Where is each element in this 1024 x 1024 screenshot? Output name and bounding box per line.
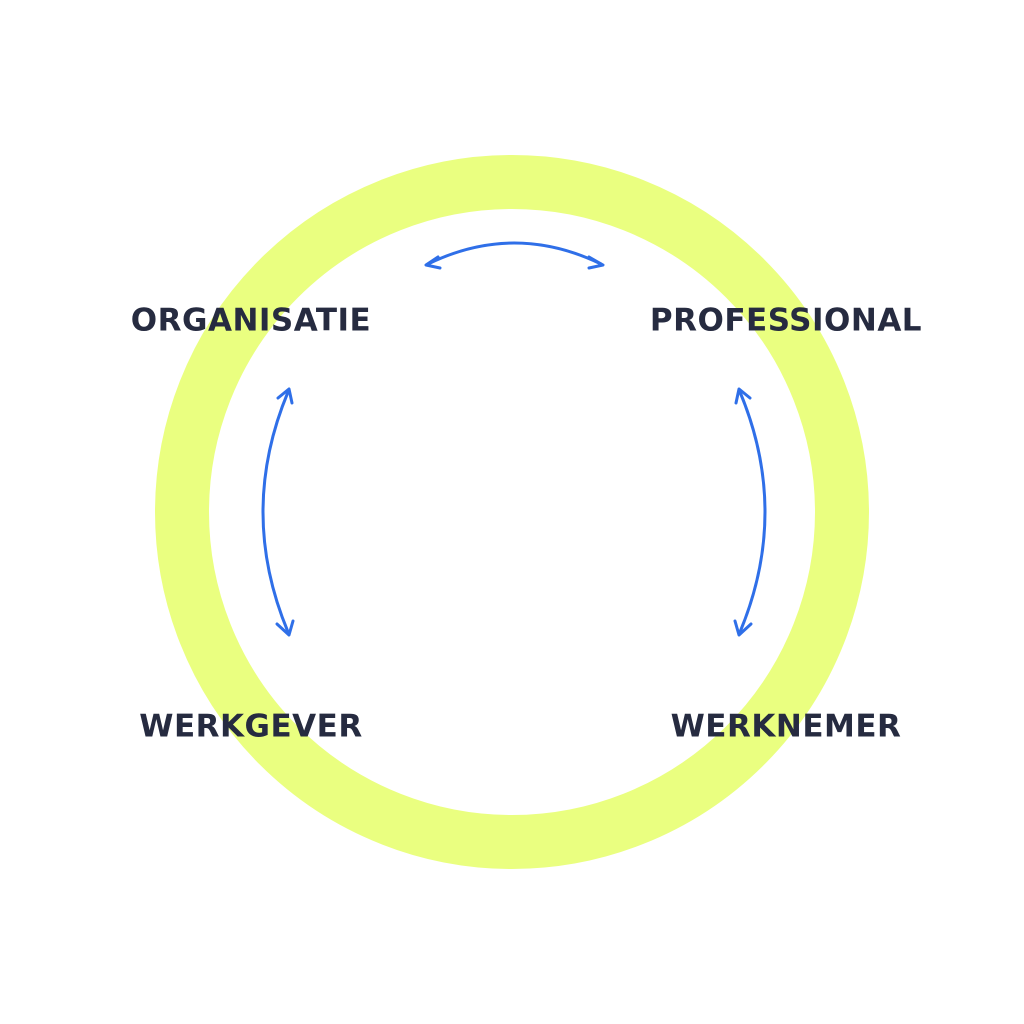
- arrow-organisatie-professional: [426, 241, 603, 266]
- arrowhead-top-left: [424, 255, 442, 270]
- arrowhead-left-bottom: [275, 619, 295, 637]
- arrowhead-right-top: [734, 387, 752, 405]
- node-label-organisatie: ORGANISATIE: [130, 302, 372, 339]
- arrow-organisatie-werkgever: [261, 390, 290, 634]
- node-label-werkgever: WERKGEVER: [139, 708, 363, 745]
- cycle-ring: [155, 155, 869, 869]
- arrowhead-left-top: [276, 387, 294, 405]
- arrowhead-top-right: [587, 255, 605, 270]
- arrowhead-right-bottom: [733, 619, 753, 637]
- arrow-professional-werknemer: [738, 390, 767, 634]
- node-label-professional: PROFESSIONAL: [649, 302, 923, 339]
- node-label-werknemer: WERKNEMER: [670, 708, 902, 745]
